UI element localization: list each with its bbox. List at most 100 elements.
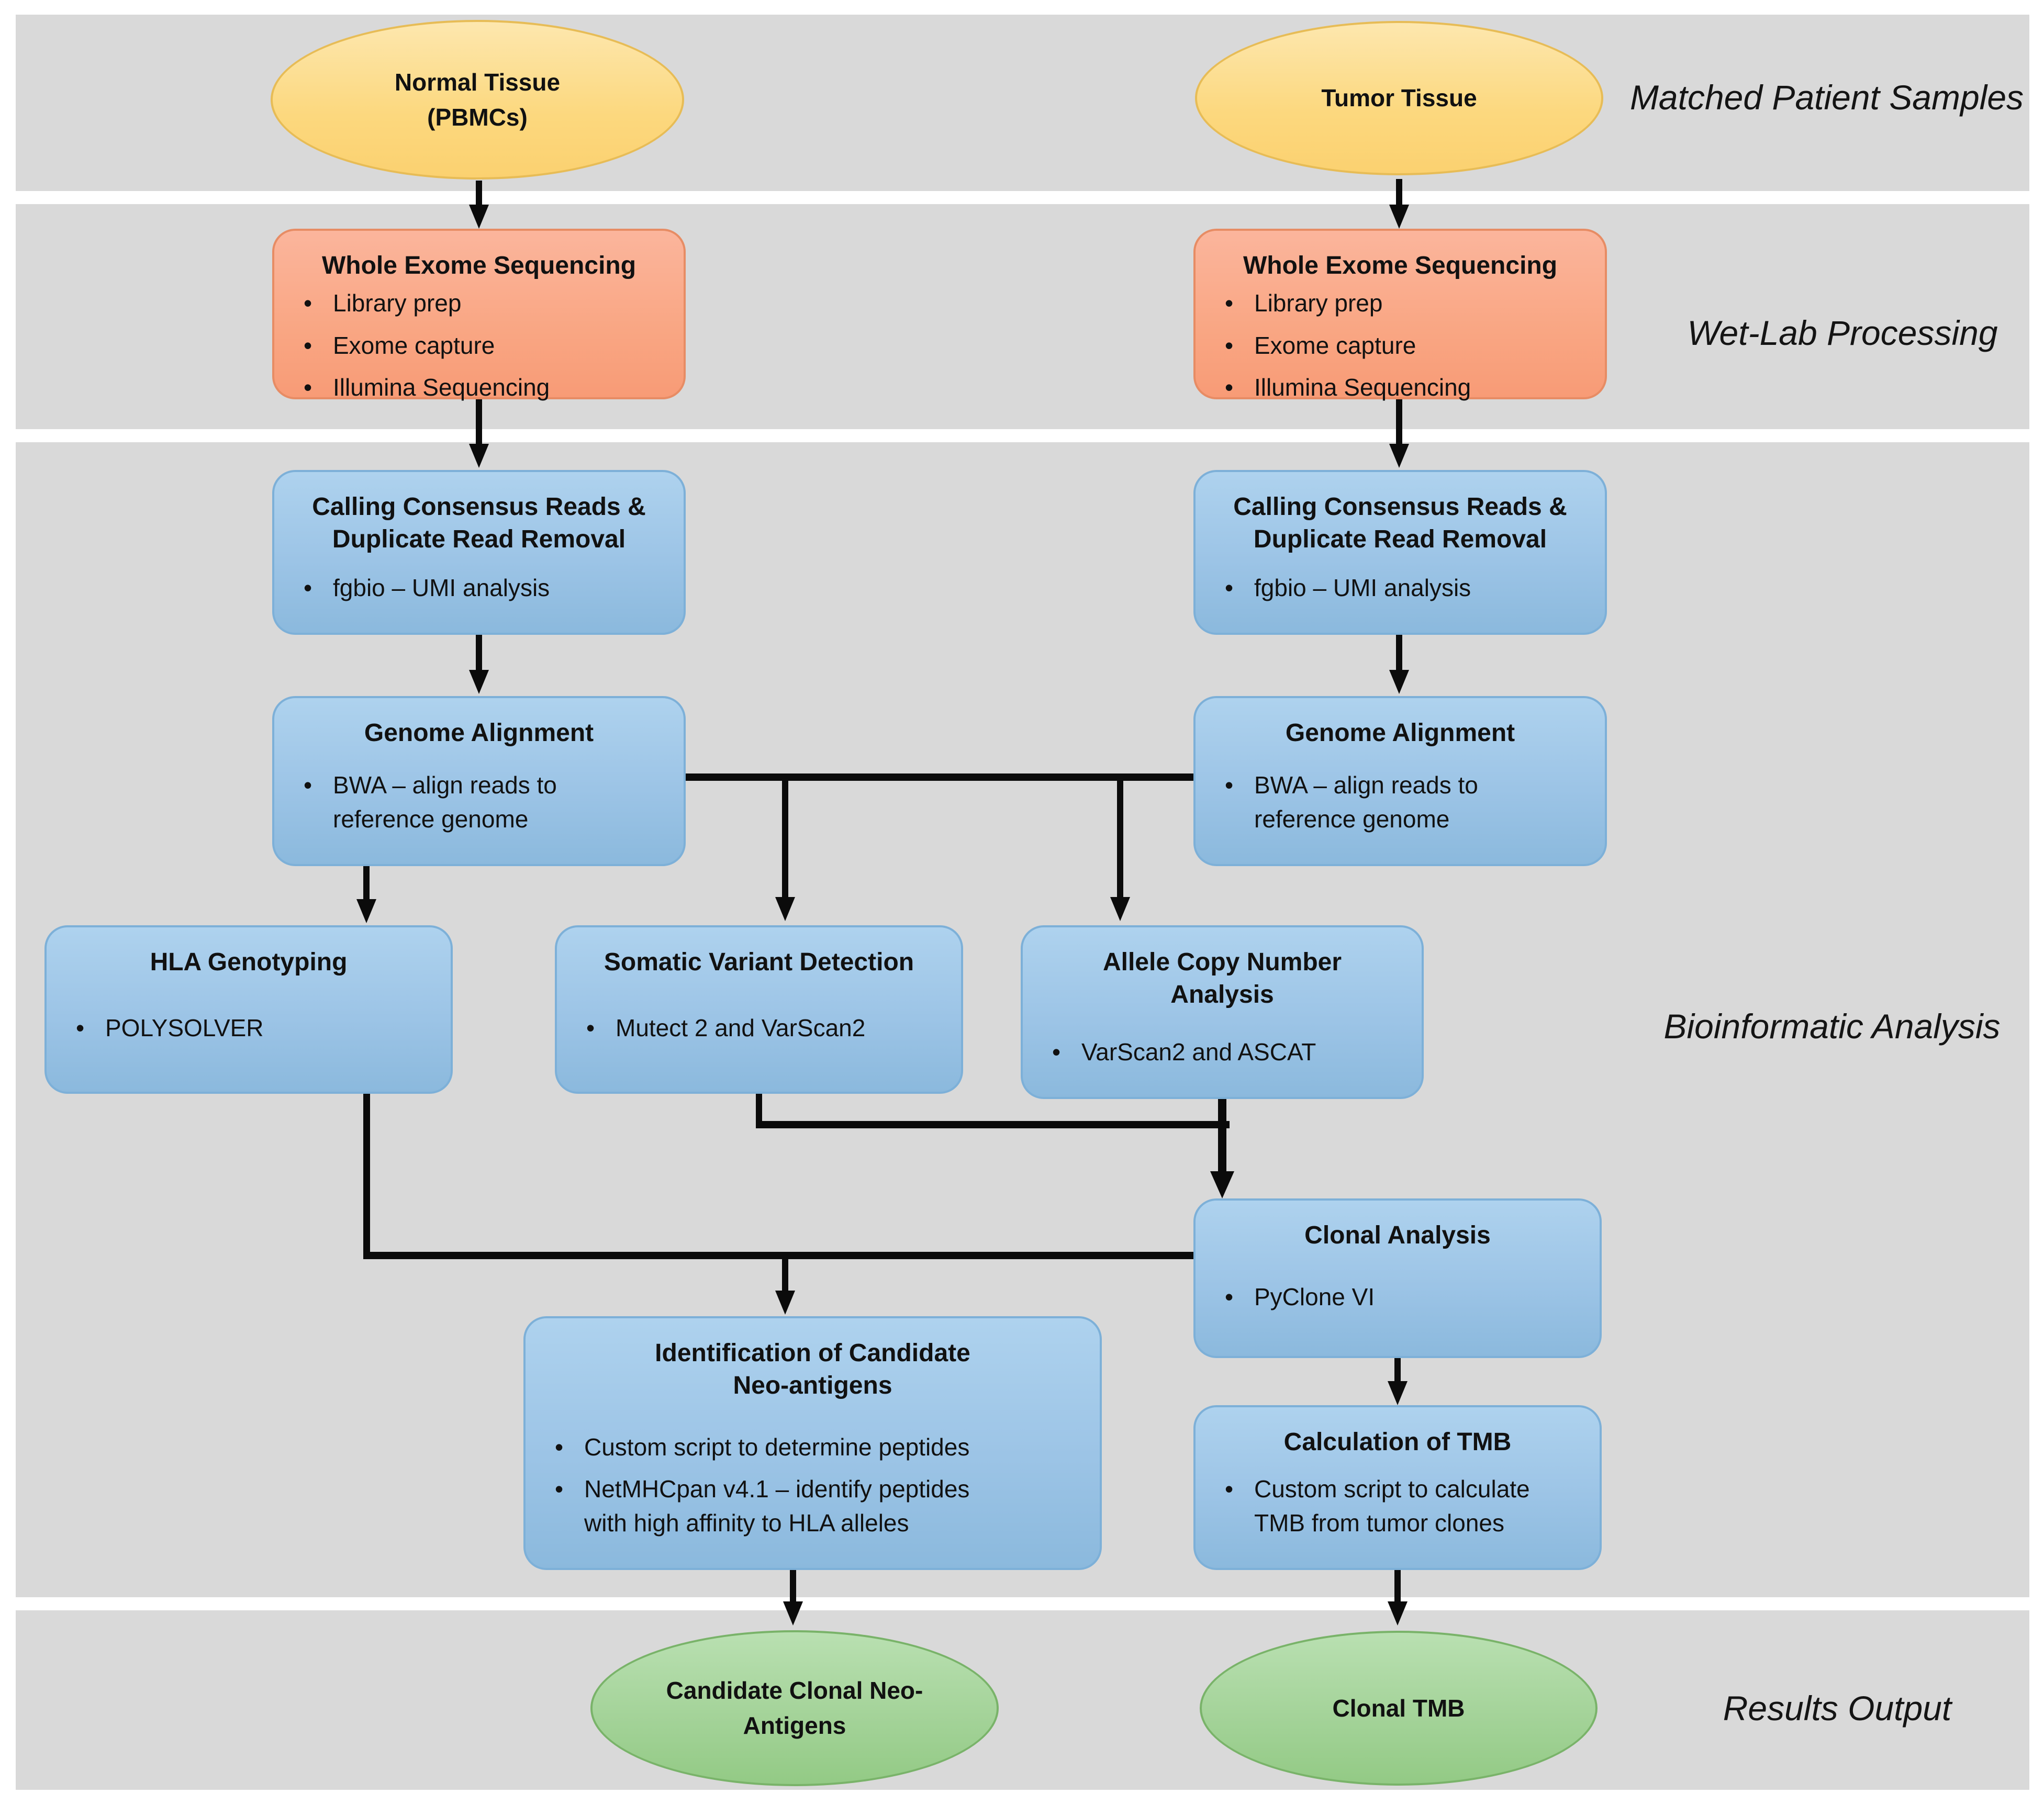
list-item: • NetMHCpan v4.1 – identify peptides with…: [546, 1472, 1079, 1540]
arrow-trunk-to-somatic-head: [775, 897, 795, 921]
arrow-identification-to-result-head: [783, 1601, 803, 1625]
arrow-normal-to-wes-shaft: [476, 181, 482, 206]
arrow-wes-to-consensus-left-head: [469, 444, 489, 468]
list-item: • fgbio – UMI analysis: [1216, 571, 1584, 604]
bullet-icon: •: [1225, 1283, 1234, 1310]
bullet-icon: •: [1225, 331, 1234, 359]
hla-title: HLA Genotyping: [150, 948, 348, 976]
bullet-icon: •: [304, 574, 312, 601]
arrow-consensus-to-genome-left-shaft: [476, 635, 482, 670]
clonal-bullets: • PyClone VI: [1216, 1252, 1579, 1341]
trunk-line-genome-alignment: [686, 773, 1193, 781]
side-label-results-output: Results Output: [1723, 1689, 1952, 1728]
somatic-exit-line: [756, 1094, 762, 1128]
list-item: •Custom script to calculate TMB from tum…: [1216, 1472, 1579, 1540]
bullet-icon: •: [1052, 1038, 1061, 1066]
arrow-trunk-to-allele-shaft: [1117, 777, 1123, 898]
consensus-tumor-title: Calling Consensus Reads & Duplicate Read…: [1233, 493, 1567, 554]
list-item: •Library prep: [295, 286, 663, 320]
wes-normal-title: Whole Exome Sequencing: [321, 252, 636, 279]
bullet-icon: •: [76, 1014, 85, 1041]
node-consensus-normal: Calling Consensus Reads & Duplicate Read…: [272, 470, 686, 635]
bullet-icon: •: [1225, 374, 1234, 401]
arrow-trunk-to-somatic-shaft: [782, 777, 788, 898]
arrow-consensus-to-genome-left-head: [469, 670, 489, 694]
list-item: •BWA – align reads to reference genome: [1216, 768, 1584, 836]
list-item: •BWA – align reads to reference genome: [295, 768, 663, 836]
node-genome-tumor: Genome Alignment •BWA – align reads to r…: [1193, 696, 1607, 866]
genome-normal-title: Genome Alignment: [364, 719, 594, 747]
somatic-title: Somatic Variant Detection: [604, 948, 914, 976]
arrow-clonal-to-tmb-head: [1388, 1381, 1408, 1405]
consensus-tumor-bullets: • fgbio – UMI analysis: [1216, 556, 1584, 618]
arrow-wes-to-consensus-right-shaft: [1396, 399, 1402, 444]
list-item: • VarScan2 and ASCAT: [1044, 1035, 1401, 1069]
genome-tumor-bullets: •BWA – align reads to reference genome: [1216, 749, 1584, 849]
bullet-text: VarScan2 and ASCAT: [1081, 1038, 1316, 1066]
node-wes-tumor: Whole Exome Sequencing •Library prep •Ex…: [1193, 229, 1607, 401]
somatic-bullets: • Mutect 2 and VarScan2: [578, 979, 940, 1077]
arrow-consensus-to-genome-right-head: [1389, 670, 1409, 694]
bullet-icon: •: [586, 1014, 595, 1041]
side-label-wet-lab-processing: Wet-Lab Processing: [1687, 313, 1998, 352]
arrow-genome-to-hla-shaft: [363, 866, 370, 900]
list-item: •Custom script to determine peptides: [546, 1430, 1079, 1464]
hla-exit-line: [363, 1094, 370, 1259]
allele-bullets: • VarScan2 and ASCAT: [1044, 1012, 1401, 1082]
wes-tumor-bullets: • Library prep • Exome capture •Illumina S…: [1216, 282, 1584, 408]
bullet-text: Library prep: [1254, 289, 1383, 317]
node-normal-tissue: Normal Tissue (PBMCs): [271, 20, 684, 180]
genome-normal-bullets: •BWA – align reads to reference genome: [295, 749, 663, 849]
node-tumor-tissue: Tumor Tissue: [1195, 21, 1603, 175]
arrow-genome-to-hla-head: [356, 899, 376, 923]
bullet-icon: •: [304, 374, 312, 401]
node-clonal-analysis: Clonal Analysis • PyClone VI: [1193, 1198, 1602, 1358]
list-item: •Exome capture: [295, 329, 663, 362]
arrow-join-to-clonal-shaft: [1218, 1099, 1226, 1172]
list-item: •Illumina Sequencing: [1216, 371, 1584, 404]
bullet-text: fgbio – UMI analysis: [333, 574, 550, 601]
bullet-text: BWA – align reads to reference genome: [1254, 771, 1478, 833]
bullet-text: Illumina Sequencing: [333, 374, 550, 401]
candidate-neoantigens-label: Candidate Clonal Neo-Antigens: [666, 1677, 923, 1739]
list-item: • fgbio – UMI analysis: [295, 571, 663, 604]
arrow-clonal-to-tmb-shaft: [1394, 1358, 1401, 1382]
arrow-identification-to-result-shaft: [790, 1570, 796, 1602]
node-neoantigen-identification: Identification of Candidate Neo-antigens…: [523, 1316, 1102, 1570]
bullet-text: Library prep: [333, 289, 462, 317]
arrow-tumor-to-wes-shaft: [1396, 179, 1402, 206]
arrow-tmb-to-result-head: [1388, 1601, 1408, 1625]
side-label-matched-patient-samples: Matched Patient Samples: [1629, 78, 2024, 117]
bullet-text: fgbio – UMI analysis: [1254, 574, 1471, 601]
node-allele-copy-number: Allele Copy Number Analysis •VarScan2 an…: [1021, 925, 1424, 1099]
list-item: • Exome capture: [1216, 329, 1584, 362]
hla-bullets: •POLYSOLVER: [68, 979, 430, 1077]
arrow-consensus-to-genome-right-shaft: [1396, 635, 1402, 670]
arrow-join-to-identification-shaft: [782, 1256, 788, 1292]
node-somatic-variant-detection: Somatic Variant Detection • Mutect 2 and …: [555, 925, 963, 1094]
node-candidate-neoantigens: Candidate Clonal Neo-Antigens: [590, 1630, 999, 1786]
arrow-join-to-identification-head: [775, 1291, 795, 1315]
bullet-text: Exome capture: [333, 331, 495, 359]
neoantigen-bullets: •Custom script to determine peptides • Ne…: [546, 1403, 1079, 1553]
side-label-bioinformatic-analysis: Bioinformatic Analysis: [1663, 1007, 2001, 1046]
node-tmb-calculation: Calculation of TMB •Custom script to cal…: [1193, 1405, 1602, 1570]
consensus-normal-bullets: • fgbio – UMI analysis: [295, 556, 663, 618]
normal-tissue-label: Normal Tissue: [394, 68, 561, 96]
normal-tissue-sublabel: (PBMCs): [427, 103, 528, 131]
node-hla-genotyping: HLA Genotyping •POLYSOLVER: [44, 925, 453, 1094]
wes-normal-bullets: •Library prep •Exome capture • Illumina S…: [295, 282, 663, 408]
list-item: • Illumina Sequencing: [295, 371, 663, 404]
clonal-title: Clonal Analysis: [1304, 1221, 1491, 1249]
tmb-bullets: •Custom script to calculate TMB from tum…: [1216, 1459, 1579, 1553]
bullet-text: NetMHCpan v4.1 – identify peptides with …: [584, 1475, 970, 1537]
node-clonal-tmb: Clonal TMB: [1200, 1631, 1598, 1786]
bullet-icon: •: [555, 1475, 564, 1503]
somatic-allele-join-line: [756, 1121, 1230, 1128]
bullet-icon: •: [1225, 574, 1234, 601]
bullet-text: Exome capture: [1254, 331, 1416, 359]
bullet-text: Mutect 2 and VarScan2: [616, 1014, 866, 1041]
list-item: • Mutect 2 and VarScan2: [578, 1011, 940, 1045]
bullet-text: PyClone VI: [1254, 1283, 1375, 1310]
list-item: •POLYSOLVER: [68, 1011, 430, 1045]
